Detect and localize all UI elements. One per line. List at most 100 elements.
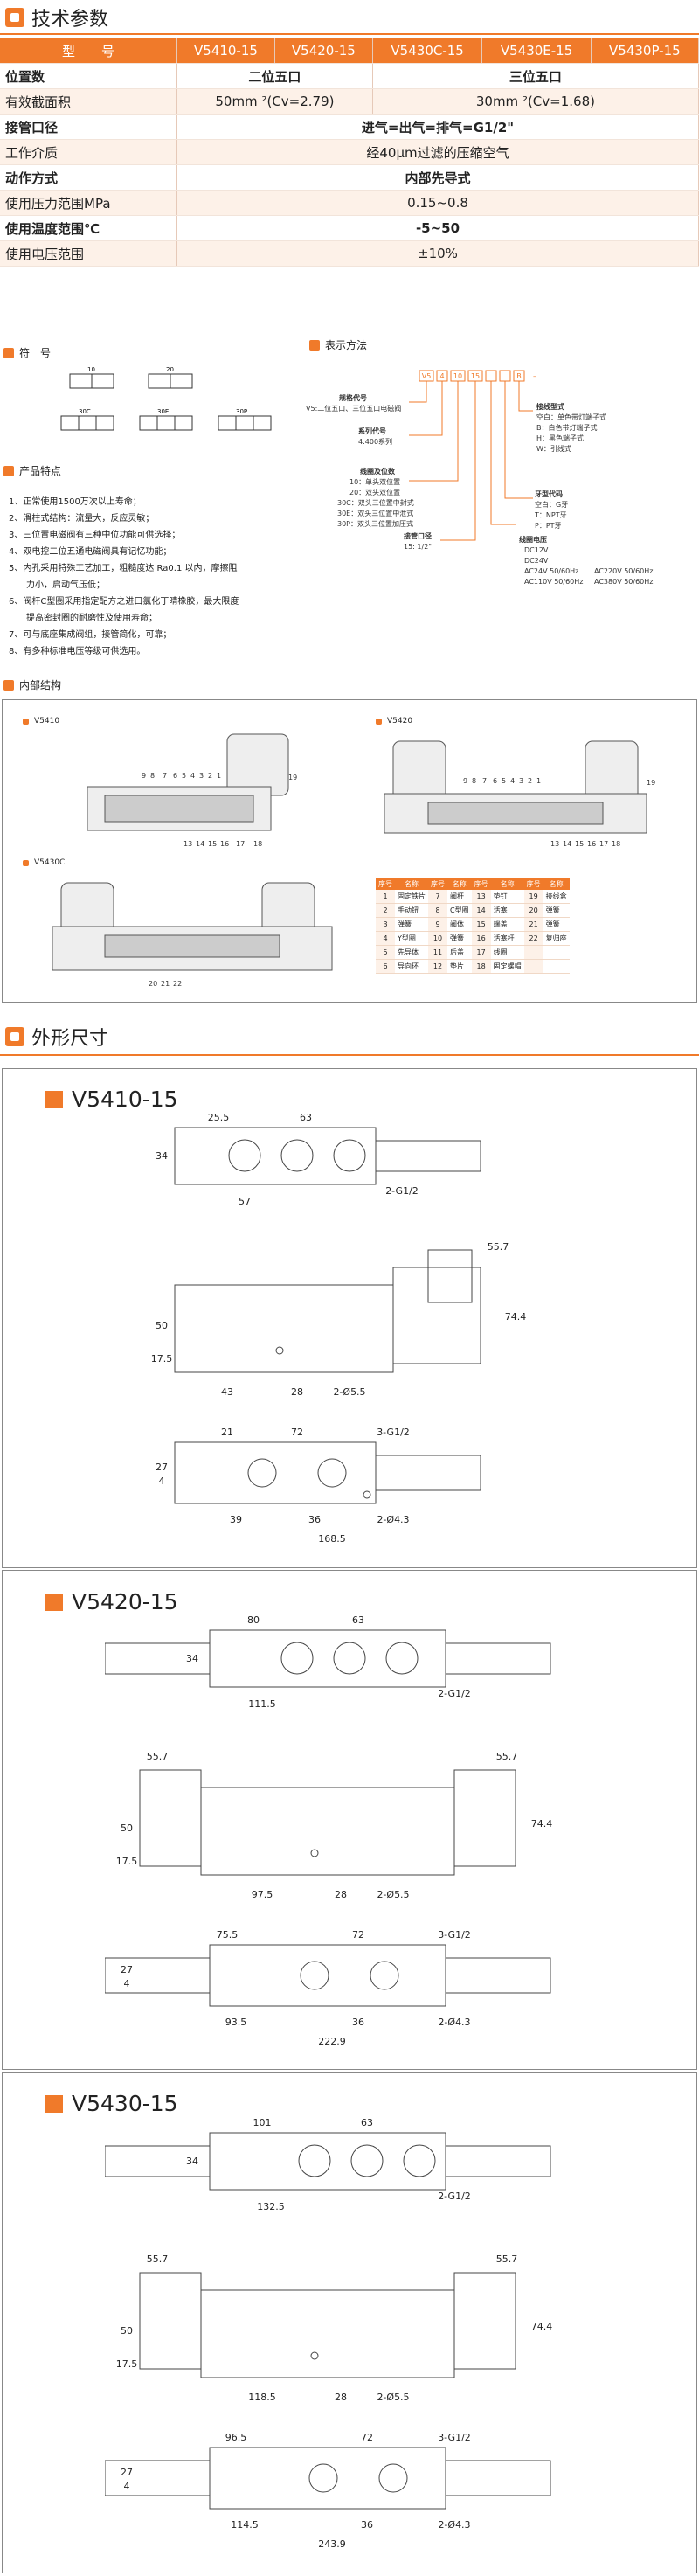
dimension-label: 75.5 [217,1929,239,1941]
dimension-label: 4 [124,1978,130,1989]
dimension-label: 34 [156,1150,168,1162]
designation-text: 4:400系列 [358,437,392,446]
spec-value: ±10% [176,240,699,267]
section-header-tech-params: 技术参数 [0,3,699,31]
parts-cell: 先导体 [395,945,428,960]
internal-label: V5430C [34,858,66,867]
model-panel-v5430 [2,2072,697,2573]
dimension-label: 63 [361,2117,373,2128]
dimension-label: 28 [291,1386,303,1398]
section-bullet-icon [309,339,320,351]
dimension-label: 132.5 [257,2201,285,2212]
spec-row: 工作介质 经40μm过滤的压缩空气 [0,139,699,165]
valve-symbols: 10 20 30C 30E 30P [60,366,272,431]
designation-text: H：黑色端子式 [536,434,584,442]
section-title: 产品特点 [19,465,62,477]
parts-cell: 11 [428,945,447,960]
designation-title: 线圈及位数 [360,467,396,476]
dimension-label: 25.5 [208,1112,230,1123]
dimension-label: 39 [230,1514,242,1525]
section-title: 技术参数 [31,9,109,31]
internal-label-v5430c: V5430C [23,858,65,867]
parts-header-row: 序号 名称 序号 名称 序号 名称 序号 名称 [376,878,570,890]
features-list: 1、正常使用1500万次以上寿命； 2、滑柱式结构：流量大，反应灵敏； 3、三位… [9,494,288,660]
designation-title: 接管口径 [404,531,432,540]
section-header-dimensions: 外形尺寸 [0,1023,699,1051]
spec-row: 位置数 二位五口 三位五口 [0,63,699,89]
symbol-label: 20 [166,366,174,373]
internal-structure-panel [2,699,697,1003]
spec-value: 0.15~0.8 [176,190,699,216]
parts-cell: 固定铁片 [395,890,428,904]
model-panel-v5420 [2,1570,697,2070]
spec-row-label: 使用温度范围℃ [0,215,177,241]
callout: 5 [502,777,506,785]
dimension-label: 111.5 [248,1698,276,1710]
dimension-drawing-v5410: 25.5 63 57 34 2-G1/2 55.7 74.4 50 17.5 4… [151,1112,527,1545]
parts-cell: 22 [523,931,543,946]
callout: 16 [220,840,229,848]
parts-cell: 18 [471,959,491,974]
code-part: 10 [453,372,462,380]
dimension-label: 3-G1/2 [438,2432,471,2443]
dimension-label: 74.4 [531,2321,553,2332]
spec-value: 50mm ²(Cv=2.79) [176,88,373,115]
callout: 2 [208,772,212,780]
designation-text: P：PT牙 [535,522,562,530]
internal-drawing-v5420: 9 8 7 6 5 4 3 2 1 19 13 14 15 16 17 18 [384,740,655,848]
symbol-header: 符 号 [3,345,51,360]
dimension-label: 27 [156,1462,168,1473]
feature-item: 2、滑柱式结构：流量大，反应灵敏； [9,514,155,524]
parts-cell: C型圈 [447,903,472,918]
callout: 3 [519,777,523,785]
callout: 4 [190,772,195,780]
spec-row: 使用压力范围MPa 0.15~0.8 [0,190,699,216]
parts-cell: 20 [523,903,543,918]
model-name: V5430-15 [72,2091,178,2116]
designation-text: 10：单头双位置 [350,477,400,486]
dimension-label: 27 [121,2467,133,2478]
callout: 19 [288,774,297,781]
spec-header-cell: V5420-15 [274,38,373,64]
parts-header-cell: 序号 [471,878,491,890]
dimension-label: 2-G1/2 [385,1185,419,1197]
parts-cell: 13 [471,890,491,904]
callout: 7 [482,777,487,785]
callout: 16 [587,840,596,848]
parts-cell: 9 [428,917,447,932]
section-divider [0,33,699,35]
section-divider [0,1054,699,1056]
dimension-label: 27 [121,1964,133,1975]
dimension-label: 4 [159,1475,165,1487]
dimension-label: 2-Ø4.3 [438,2017,470,2028]
dimension-label: 57 [239,1196,251,1207]
parts-cell: 导向环 [395,959,428,974]
parts-cell: 1 [376,890,395,904]
spec-row-label: 有效截面积 [0,88,177,115]
dimension-label: 2-Ø5.5 [377,2392,409,2403]
designation-text: AC24V 50/60Hz [524,567,578,575]
feature-item: 力小，启动气压低； [9,580,105,590]
dimension-label: 63 [352,1614,364,1626]
parts-cell: 2 [376,903,395,918]
dimension-label: 55.7 [496,1751,518,1762]
parts-cell: 16 [471,931,491,946]
feature-item: 7、可与底座集成阀组，接管简化，可靠； [9,630,172,640]
spec-header-cell: V5410-15 [176,38,275,64]
parts-cell: 14 [471,903,491,918]
label-bullet-icon [376,718,382,725]
code-part: 15 [471,372,480,380]
dimension-label: 72 [352,1929,364,1941]
spec-value: -5~50 [176,215,699,241]
code-part: B [516,372,522,380]
spec-value: 经40μm过滤的压缩空气 [176,139,699,165]
dimension-label: 2-Ø5.5 [333,1386,365,1398]
spec-header-cell: V5430P-15 [591,38,699,64]
dimension-label: 222.9 [318,2036,346,2047]
dimension-label: 97.5 [252,1889,273,1900]
designation-text: DC24V [524,557,549,565]
parts-cell: 活塞 [490,903,524,918]
designation-text: 空白：单色带灯端子式 [536,413,606,421]
